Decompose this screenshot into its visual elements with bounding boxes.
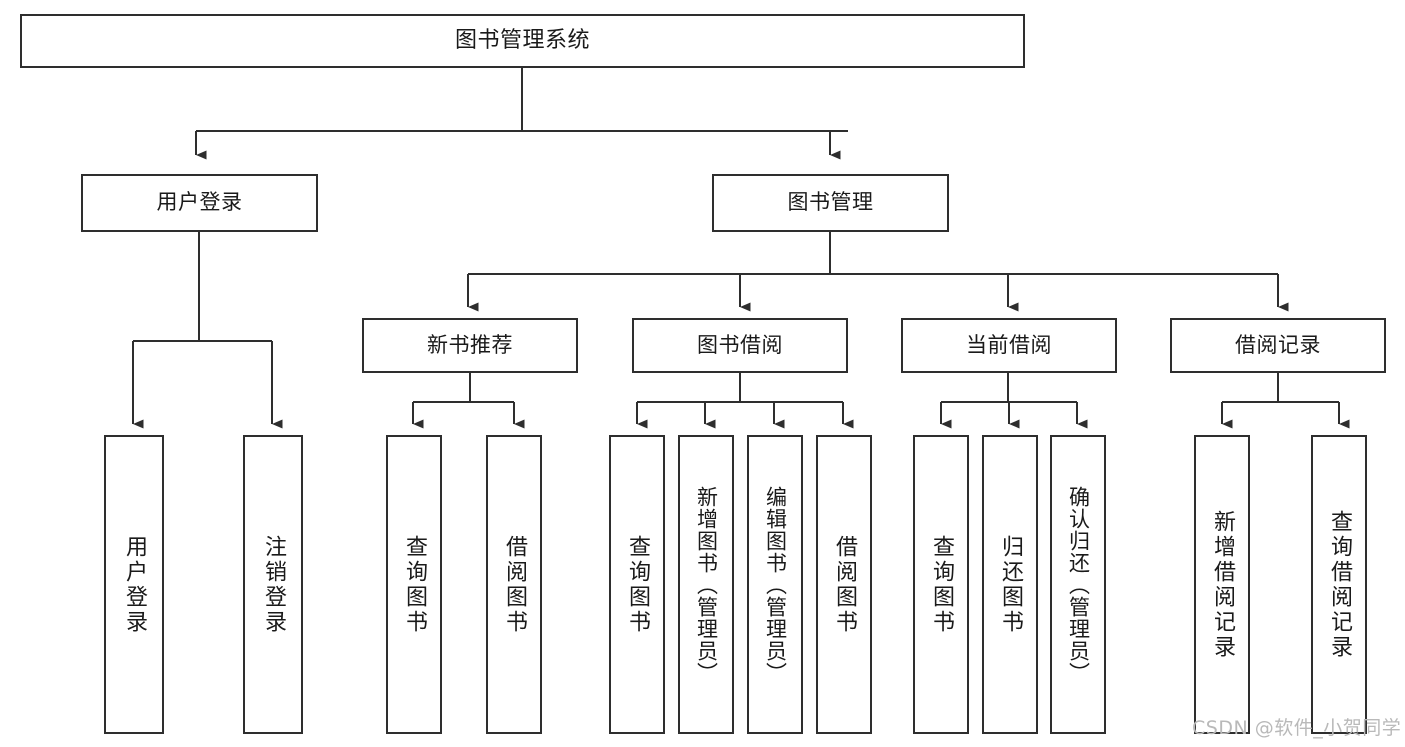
leaf-edit-book[interactable]: 编辑图书（管理员） <box>747 435 803 734</box>
node-current-borrow[interactable]: 当前借阅 <box>901 318 1117 373</box>
node-label: 借阅图书 <box>832 534 857 635</box>
leaf-add-record[interactable]: 新增借阅记录 <box>1194 435 1250 734</box>
leaf-borrow-book-2[interactable]: 借阅图书 <box>816 435 872 734</box>
node-label: 新书推荐 <box>427 332 513 357</box>
leaf-return-book[interactable]: 归还图书 <box>982 435 1038 734</box>
node-label: 图书管理 <box>787 190 874 215</box>
node-label: 图书管理系统 <box>454 27 590 53</box>
node-label: 当前借阅 <box>966 332 1052 357</box>
node-label: 编辑图书（管理员） <box>763 485 788 684</box>
node-label: 注销登录 <box>261 534 286 635</box>
leaf-logout-login[interactable]: 注销登录 <box>243 435 303 734</box>
leaf-query-record[interactable]: 查询借阅记录 <box>1311 435 1367 734</box>
node-borrow-record[interactable]: 借阅记录 <box>1170 318 1386 373</box>
node-label: 借阅记录 <box>1235 332 1321 357</box>
node-label: 图书借阅 <box>697 332 783 357</box>
leaf-confirm-return[interactable]: 确认归还（管理员） <box>1050 435 1106 734</box>
leaf-user-login[interactable]: 用户登录 <box>104 435 164 734</box>
node-label: 归还图书 <box>998 534 1023 635</box>
node-label: 新增图书（管理员） <box>694 485 719 684</box>
node-label: 新增借阅记录 <box>1210 509 1235 660</box>
leaf-query-book-3[interactable]: 查询图书 <box>913 435 969 734</box>
leaf-add-book[interactable]: 新增图书（管理员） <box>678 435 734 734</box>
leaf-borrow-book-1[interactable]: 借阅图书 <box>486 435 542 734</box>
node-label: 确认归还（管理员） <box>1066 485 1091 684</box>
node-label: 查询图书 <box>625 534 650 635</box>
node-label: 查询图书 <box>929 534 954 635</box>
node-book-management-system[interactable]: 图书管理系统 <box>20 14 1025 68</box>
node-book-borrow[interactable]: 图书借阅 <box>632 318 848 373</box>
node-label: 查询图书 <box>402 534 427 635</box>
node-label: 用户登录 <box>156 190 243 215</box>
node-new-book-recommend[interactable]: 新书推荐 <box>362 318 578 373</box>
node-user-login[interactable]: 用户登录 <box>81 174 318 232</box>
node-label: 用户登录 <box>122 534 147 635</box>
leaf-query-book-1[interactable]: 查询图书 <box>386 435 442 734</box>
node-book-management[interactable]: 图书管理 <box>712 174 949 232</box>
node-label: 查询借阅记录 <box>1327 509 1352 660</box>
node-label: 借阅图书 <box>502 534 527 635</box>
leaf-query-book-2[interactable]: 查询图书 <box>609 435 665 734</box>
